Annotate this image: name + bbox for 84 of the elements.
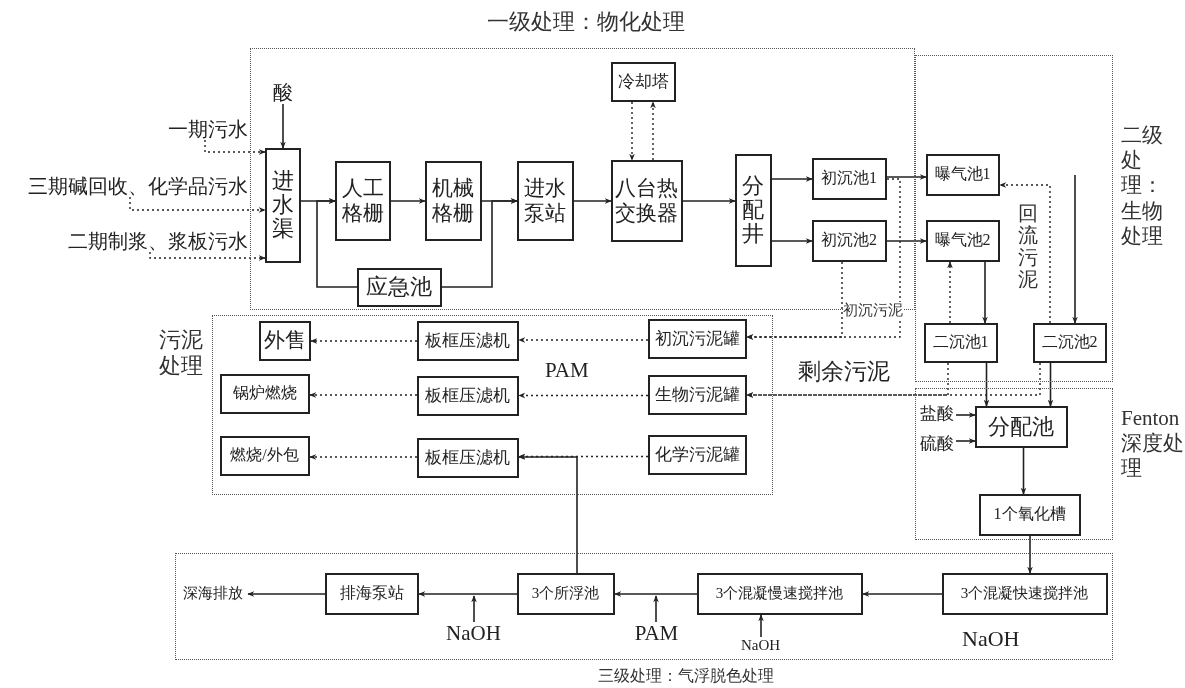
flow-arrow (573, 198, 612, 204)
process-box: 机械格栅 (424, 160, 482, 241)
process-box: 初沉池1 (811, 157, 887, 200)
process-box: 进水泵站 (516, 160, 574, 241)
reagent-label: NaOH (444, 621, 503, 646)
reagent-label: 酸 (271, 79, 294, 104)
channel-box: 分配井 (734, 153, 772, 267)
process-box: 外售 (258, 320, 311, 361)
dotted-flow-arrow (129, 196, 266, 213)
flow-arrow (982, 261, 988, 324)
process-box: 化学污泥罐 (647, 434, 747, 475)
inflow-label: 二期制浆、浆板污水 (50, 230, 248, 252)
channel-box: 进水渠 (264, 147, 301, 263)
dotted-flow-arrow (947, 261, 953, 324)
process-box: 八台热交换器 (610, 159, 683, 242)
flow-arrow (316, 198, 358, 288)
process-box: 二沉池1 (923, 322, 998, 363)
process-box: 分配池 (974, 405, 1068, 448)
stage-heading: Fenton 深度处理 (1121, 406, 1185, 482)
flow-arrow (771, 176, 813, 182)
flow-arrow (758, 614, 764, 638)
process-box: 1个氧化槽 (978, 493, 1081, 536)
dotted-flow-arrow (629, 101, 635, 161)
stage-heading: 污泥处理 (159, 327, 204, 380)
process-box: 3个混凝慢速搅拌池 (696, 572, 863, 615)
stage-heading: 三级处理：气浮脱色处理 (597, 666, 775, 686)
flow-arrow (247, 591, 326, 597)
flow-arrow (280, 103, 286, 149)
flow-arrow (653, 595, 659, 623)
stage-heading: 一级处理：物化处理 (486, 9, 686, 36)
edge-label: 初沉污泥 (843, 302, 903, 319)
dotted-flow-arrow (149, 251, 266, 261)
process-box: 板框压滤机 (416, 437, 519, 478)
reagent-label: PAM (545, 360, 589, 381)
dotted-flow-arrow (204, 139, 266, 155)
flow-arrow (886, 174, 927, 180)
process-box: 生物污泥罐 (647, 374, 747, 415)
edge-label: 回流污泥 (1018, 202, 1038, 290)
dotted-flow-arrow (746, 261, 843, 340)
process-box: 板框压滤机 (416, 375, 519, 416)
process-box: 排海泵站 (324, 572, 419, 615)
dotted-flow-arrow (746, 362, 1041, 398)
process-box: 曝气池2 (925, 219, 1000, 262)
process-box: 板框压滤机 (416, 320, 519, 361)
process-box: 二沉池2 (1032, 322, 1107, 363)
outflow-label: 深海排放 (177, 584, 248, 603)
process-box: 3个混凝快速搅拌池 (941, 572, 1108, 615)
inflow-label: 一期污水 (160, 118, 248, 140)
reagent-label: 硫酸 (917, 433, 956, 454)
flow-arrow (955, 412, 976, 418)
flow-arrow (1020, 447, 1027, 495)
reagent-label: PAM (631, 621, 682, 646)
reagent-label: 盐酸 (917, 403, 956, 424)
flow-arrow (518, 454, 578, 574)
flow-arrow (983, 362, 990, 407)
stage-heading: 二级处理：生物处理 (1121, 123, 1164, 249)
flow-arrow (886, 238, 927, 244)
dotted-flow-arrow (650, 101, 656, 161)
process-box: 曝气池1 (925, 153, 1000, 196)
process-box: 燃烧/外包 (219, 435, 310, 476)
process-box: 锅炉燃烧 (219, 373, 310, 414)
flow-arrow (441, 198, 518, 288)
flow-arrow (1027, 535, 1033, 574)
flow-arrow (682, 198, 736, 204)
flow-arrow (955, 438, 976, 444)
sludge-label: 剩余污泥 (798, 360, 890, 383)
process-box: 人工格栅 (334, 160, 391, 241)
process-box: 初沉池2 (811, 219, 887, 262)
process-box: 冷却塔 (610, 61, 676, 102)
flow-arrow (862, 591, 943, 597)
flow-arrow (771, 238, 813, 244)
flow-arrow (471, 595, 477, 623)
flow-arrow (614, 591, 698, 597)
flow-arrow (1072, 174, 1078, 324)
reagent-label: NaOH (739, 636, 782, 655)
flow-arrow (418, 591, 518, 597)
flow-arrow (1047, 362, 1054, 407)
dotted-flow-arrow (999, 182, 1051, 324)
inflow-label: 三期碱回收、化学品污水 (5, 175, 248, 197)
reagent-label: NaOH (962, 628, 1020, 650)
process-box: 初沉污泥罐 (647, 318, 747, 359)
flow-arrow (390, 198, 426, 204)
process-box: 应急池 (356, 267, 442, 307)
process-box: 3个所浮池 (516, 572, 615, 615)
